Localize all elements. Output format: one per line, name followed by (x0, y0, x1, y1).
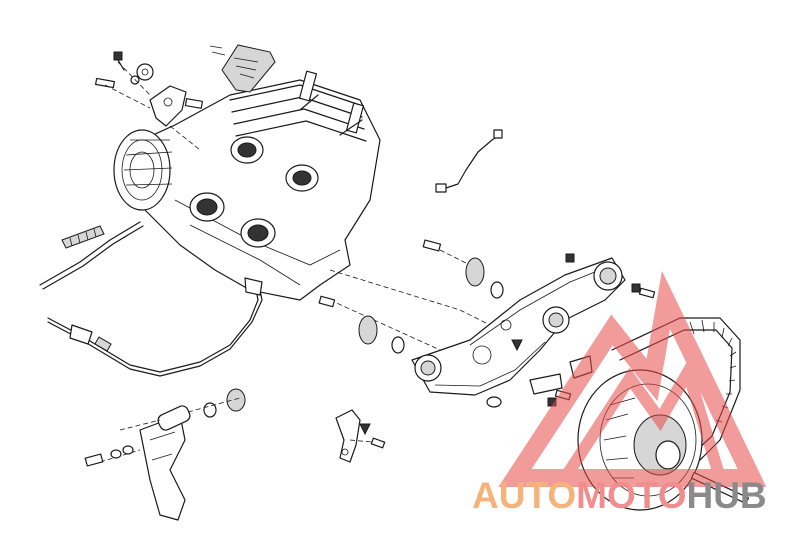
watermark-text-moto: MOTO (576, 475, 687, 516)
watermark-text-hub: HUB (686, 475, 767, 516)
damper-assembly (84, 388, 246, 521)
starter-handle (209, 44, 276, 93)
throttle-cable (39, 221, 144, 290)
small-bracket (335, 409, 386, 463)
watermark-logo (498, 270, 767, 487)
spark-plugs (298, 70, 365, 136)
choke-cable (47, 277, 263, 377)
watermark-text-auto: AUTO (472, 475, 577, 516)
watermark-text: AUTOMOTOHUB (472, 476, 767, 516)
wire-lead (435, 129, 503, 193)
mount-studs (318, 239, 504, 371)
intake-ports (189, 136, 319, 248)
top-bracket-parts (95, 51, 203, 151)
